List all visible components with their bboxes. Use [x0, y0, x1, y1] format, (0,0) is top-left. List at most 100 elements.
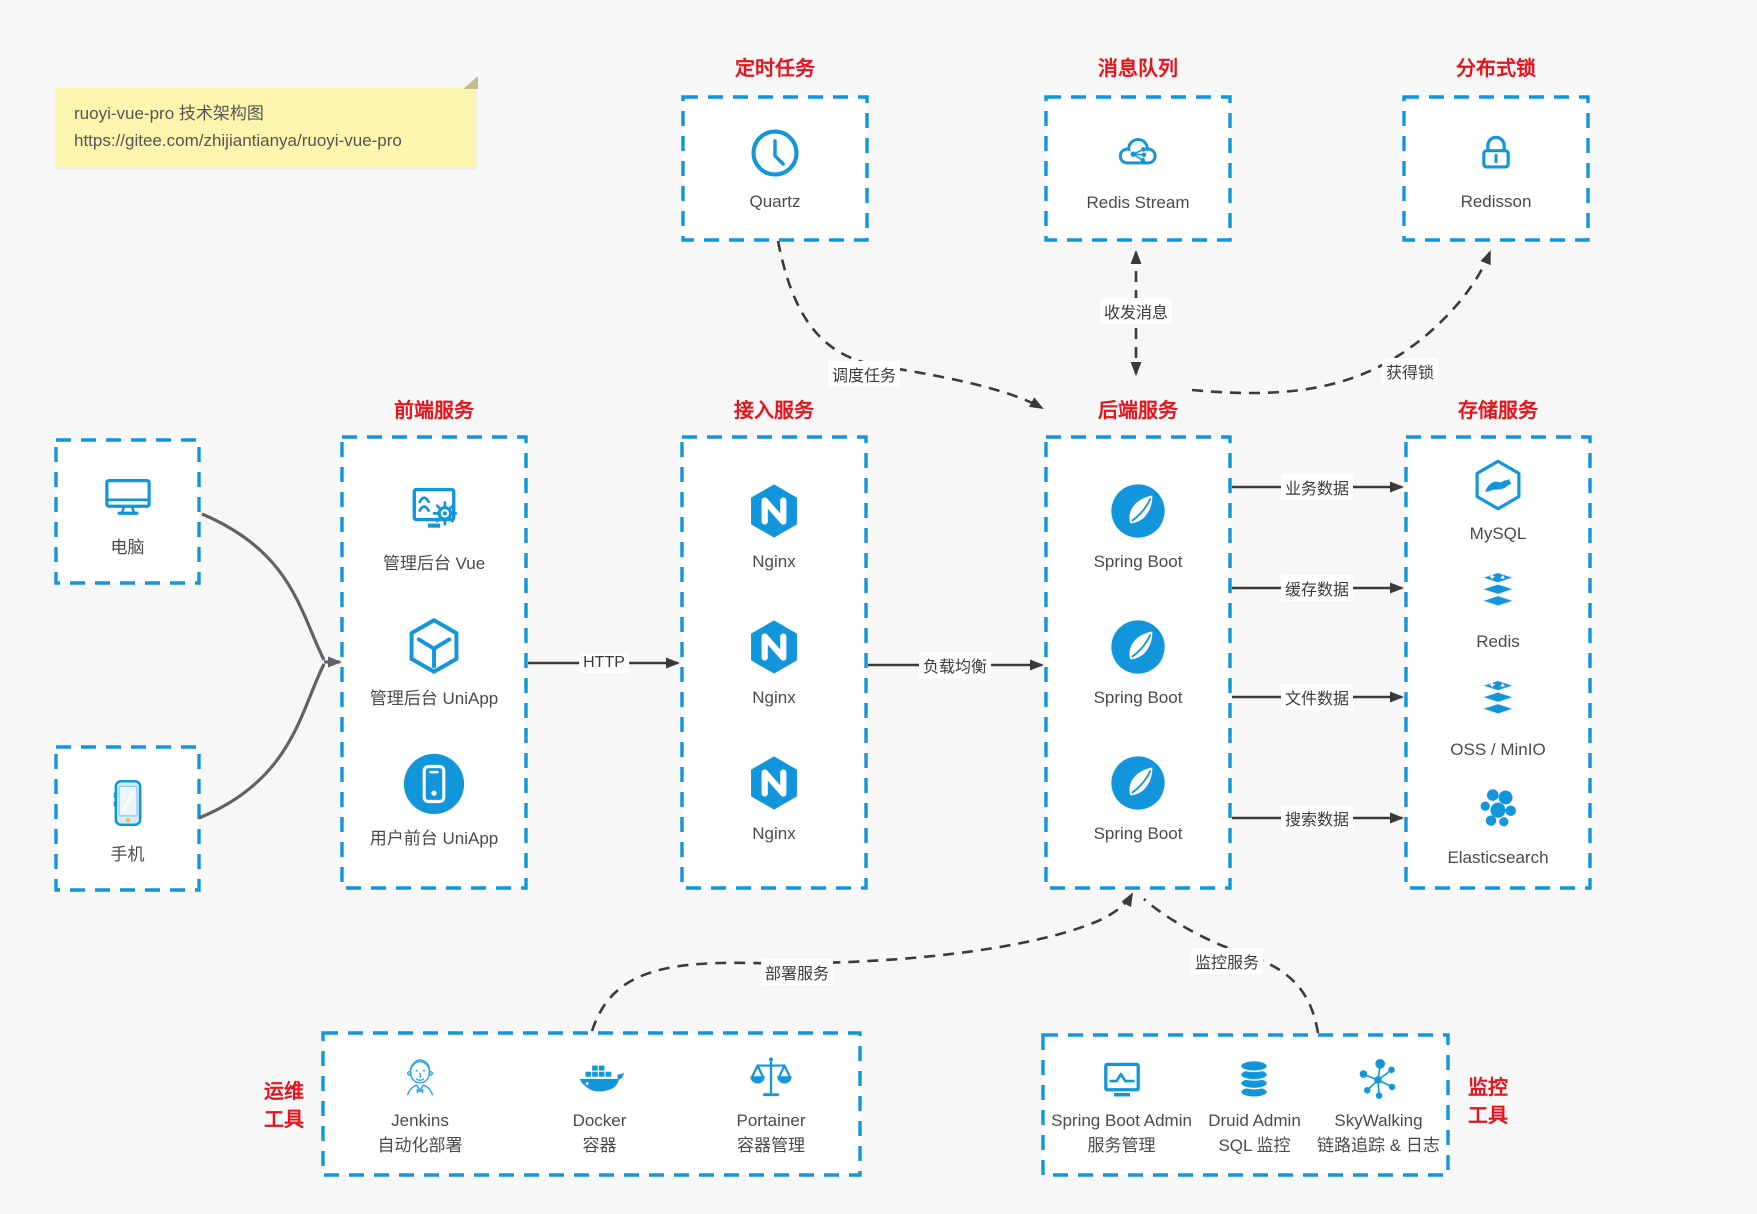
admin-vue-icon: [400, 476, 468, 544]
spring-boot-icon: [1107, 752, 1169, 814]
node-redis: Redis: [1469, 564, 1527, 653]
backend-box: Spring Boot Spring Boot Spring Boot: [1046, 437, 1230, 888]
edge-label-schedule-job: 调度任务: [827, 361, 901, 387]
node-sublabel: 容器: [582, 1136, 617, 1155]
node-label: Spring Boot Admin: [1051, 1111, 1192, 1130]
node-label: 管理后台 UniApp: [369, 689, 499, 708]
acquire-lock-arrow: [1191, 250, 1492, 395]
node-spring-boot-2: Spring Boot: [1093, 616, 1183, 709]
node-redis-stream: Redis Stream: [1086, 123, 1190, 214]
section-title-storage: 存储服务: [1458, 400, 1538, 422]
oss-minio-icon: [1469, 672, 1527, 730]
node-label: Redis Stream: [1086, 193, 1190, 212]
note-url: https://gitee.com/zhijiantianya/ruoyi-vu…: [74, 131, 402, 150]
node-label: Nginx: [752, 688, 796, 707]
node-sublabel: 服务管理: [1087, 1136, 1156, 1155]
node-quartz: Quartz: [746, 124, 804, 213]
node-label: Portainer: [736, 1111, 806, 1130]
node-computer: 电脑: [96, 464, 160, 559]
node-label: Nginx: [752, 552, 796, 571]
smartphone-icon: [96, 771, 160, 835]
node-label: 手机: [110, 845, 145, 864]
client-arrows: [198, 512, 342, 820]
monitor-box: Spring Boot Admin 服务管理 Druid Admin SQL 监…: [1043, 1035, 1448, 1175]
sticky-note: ruoyi-vue-pro 技术架构图 https://gitee.com/zh…: [56, 76, 478, 168]
edge-label-file-data: 文件数据: [1280, 684, 1354, 710]
mysql-icon: [1469, 456, 1527, 514]
phone-box: 手机: [56, 747, 199, 890]
node-label: Redis: [1476, 632, 1520, 651]
quartz-box: Quartz: [683, 97, 867, 240]
node-skywalking: SkyWalking 链路追踪 & 日志: [1317, 1053, 1440, 1157]
edge-label-search-data: 搜索数据: [1280, 805, 1354, 831]
clock-icon: [746, 124, 804, 182]
monitor-group-label-line2: 工具: [1468, 1105, 1508, 1127]
redis-stream-box: Redis Stream: [1046, 97, 1230, 240]
computer-icon: [96, 464, 160, 528]
node-label: Nginx: [752, 824, 796, 843]
node-label: Spring Boot: [1093, 688, 1183, 707]
node-phone: 手机: [96, 771, 160, 866]
node-sublabel: SQL 监控: [1218, 1136, 1291, 1155]
nginx-icon: [743, 616, 805, 678]
jenkins-icon: [392, 1051, 448, 1107]
node-label: Spring Boot: [1093, 552, 1183, 571]
node-label: Jenkins: [391, 1111, 449, 1130]
ops-box: Jenkins 自动化部署 Docker 容器 Portainer 容器管理: [323, 1033, 860, 1175]
node-sublabel: 容器管理: [736, 1136, 805, 1155]
portainer-icon: [743, 1051, 799, 1107]
skywalking-icon: [1351, 1053, 1405, 1107]
edge-label-acquire-lock: 获得锁: [1381, 358, 1439, 384]
ops-group-label: 运维 工具: [252, 1078, 316, 1134]
node-label: MySQL: [1469, 524, 1527, 543]
section-title-scheduled-jobs: 定时任务: [735, 58, 815, 80]
node-jenkins: Jenkins 自动化部署: [378, 1051, 463, 1157]
node-sublabel: 自动化部署: [377, 1136, 463, 1155]
note-title: ruoyi-vue-pro 技术架构图: [74, 104, 264, 123]
node-label: Druid Admin: [1208, 1111, 1301, 1130]
edge-label-send-receive-message: 收发消息: [1099, 298, 1173, 324]
node-spring-boot-3: Spring Boot: [1093, 752, 1183, 845]
section-title-message-queue: 消息队列: [1098, 58, 1178, 80]
lock-icon: [1467, 124, 1525, 182]
schedule-job-arrow: [776, 240, 1044, 410]
redisson-box: Redisson: [1404, 97, 1588, 240]
node-spring-boot-1: Spring Boot: [1093, 480, 1183, 573]
section-title-access: 接入服务: [734, 400, 814, 422]
node-label: Spring Boot: [1093, 824, 1183, 843]
spring-boot-icon: [1107, 480, 1169, 542]
edge-label-deploy-service: 部署服务: [760, 959, 834, 985]
node-druid-admin: Druid Admin SQL 监控: [1208, 1053, 1301, 1157]
edge-label-load-balance: 负载均衡: [918, 652, 992, 678]
druid-icon: [1227, 1053, 1281, 1107]
storage-box: MySQL Redis OSS / MinIO Elasticsearch: [1406, 437, 1590, 888]
node-label: 电脑: [110, 538, 145, 557]
node-admin-vue: 管理后台 Vue: [383, 476, 485, 575]
user-app-icon: [399, 749, 469, 819]
access-box: Nginx Nginx Nginx: [682, 437, 866, 888]
node-label: Redisson: [1460, 192, 1532, 211]
cloud-stream-icon: [1108, 123, 1168, 183]
frontend-box: 管理后台 Vue 管理后台 UniApp 用户前台 UniApp: [342, 437, 526, 888]
uniapp-cube-icon: [401, 613, 467, 679]
deploy-service-arrow: [590, 892, 1134, 1032]
monitor-group-label-line1: 监控: [1468, 1077, 1508, 1099]
node-label: 用户前台 UniApp: [369, 828, 499, 848]
ops-group-label-line2: 工具: [264, 1109, 304, 1131]
computer-to-frontend-arrow: [201, 512, 326, 661]
monitor-group-label: 监控 工具: [1456, 1074, 1520, 1130]
edge-label-business-data: 业务数据: [1280, 474, 1354, 500]
edge-label-cache-data: 缓存数据: [1280, 575, 1354, 601]
edge-label-http: HTTP: [579, 653, 629, 673]
node-docker: Docker 容器: [572, 1051, 628, 1157]
redis-stack-icon: [1469, 564, 1527, 622]
elasticsearch-icon: [1469, 780, 1527, 838]
spring-boot-icon: [1107, 616, 1169, 678]
node-nginx-2: Nginx: [743, 616, 805, 709]
node-elasticsearch: Elasticsearch: [1447, 780, 1549, 869]
section-title-backend: 后端服务: [1098, 400, 1178, 422]
docker-icon: [572, 1051, 628, 1107]
nginx-icon: [743, 752, 805, 814]
node-nginx-1: Nginx: [743, 480, 805, 573]
node-user-app: 用户前台 UniApp: [370, 749, 498, 850]
